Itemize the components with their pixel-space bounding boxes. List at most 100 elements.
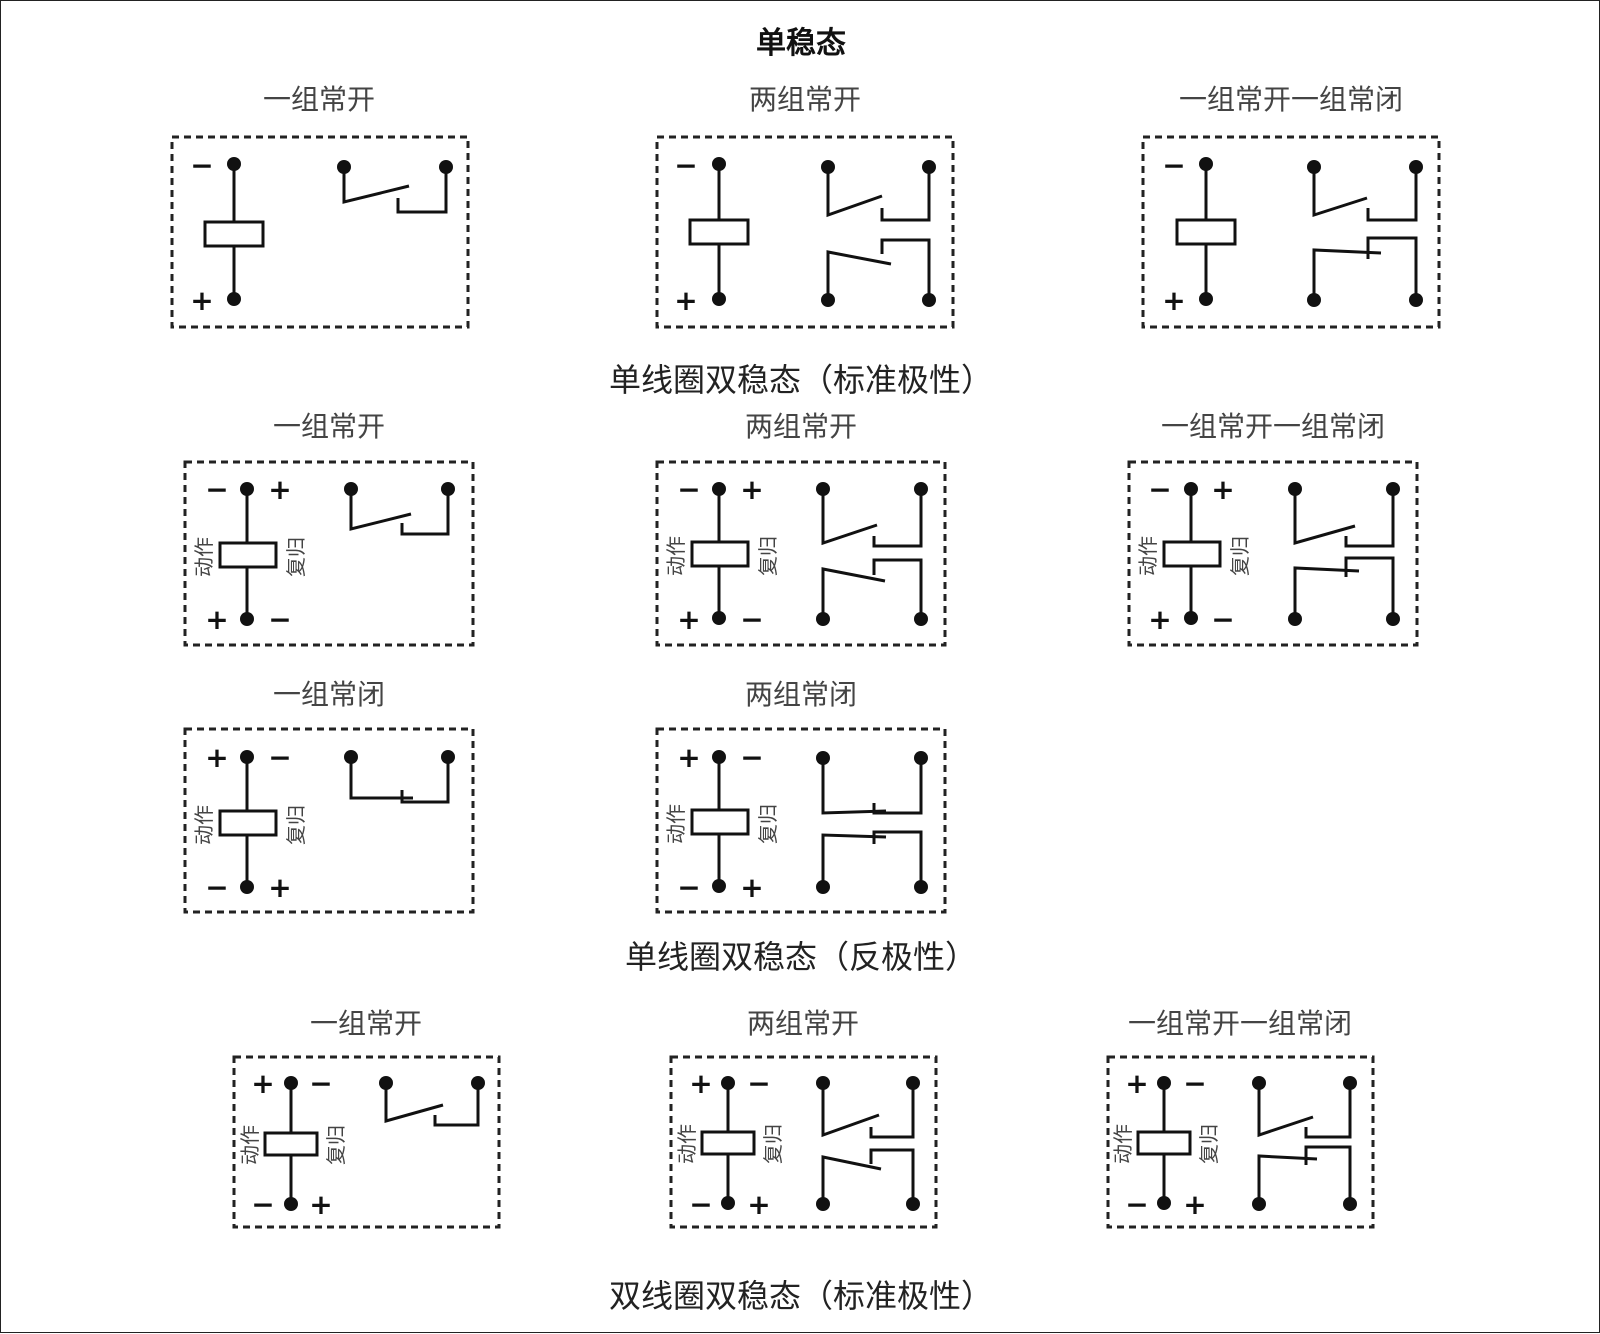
normally-open-contact bbox=[821, 489, 923, 548]
relay-box bbox=[669, 1055, 938, 1229]
relay-coil bbox=[1136, 1076, 1192, 1210]
coil-terminal-sign: + bbox=[268, 473, 291, 506]
diagram-caption: 两组常开 bbox=[747, 1007, 859, 1040]
normally-open-contact bbox=[826, 167, 931, 222]
diagram-caption: 两组常开 bbox=[745, 410, 857, 443]
coil-terminal-sign: − bbox=[747, 1067, 770, 1100]
relay-coil bbox=[1175, 157, 1237, 306]
diagram-caption: 一组常开 bbox=[273, 410, 385, 443]
contact-terminal bbox=[1343, 1076, 1357, 1090]
contact-terminal bbox=[816, 482, 830, 496]
contact-terminal bbox=[439, 160, 453, 174]
contact-terminal bbox=[1288, 482, 1302, 496]
contact-terminal bbox=[441, 482, 455, 496]
coil-terminal-sign: − bbox=[205, 473, 228, 506]
normally-open-contact bbox=[1257, 1083, 1352, 1139]
normally-closed-contact bbox=[1312, 236, 1418, 300]
section-title-single-coil-reverse: 单线圈双稳态（反极性） bbox=[625, 938, 977, 976]
coil-terminal-sign: + bbox=[1183, 1188, 1206, 1221]
contact-terminal bbox=[1252, 1197, 1266, 1211]
contact-terminal bbox=[816, 1197, 830, 1211]
coil-terminal-sign: − bbox=[677, 473, 700, 506]
coil-action-label: 动作 bbox=[1136, 536, 1160, 576]
relay-box bbox=[1141, 135, 1441, 329]
coil-reset-label: 复归 bbox=[761, 1124, 785, 1164]
section-title-double-coil-standard: 双线圈双稳态（标准极性） bbox=[609, 1277, 993, 1315]
relay-box bbox=[655, 460, 947, 647]
coil-terminal-sign: − bbox=[1162, 149, 1185, 182]
coil-terminal-sign: − bbox=[674, 149, 697, 182]
diagram-caption: 一组常闭 bbox=[273, 678, 385, 711]
coil-terminal-sign: + bbox=[190, 284, 213, 317]
contact-terminal bbox=[914, 482, 928, 496]
coil-terminal-sign: + bbox=[747, 1188, 770, 1221]
contact-terminal bbox=[821, 160, 835, 174]
contact-terminal bbox=[914, 612, 928, 626]
coil-terminal-sign: − bbox=[1148, 473, 1171, 506]
coil-terminal-sign: + bbox=[1162, 284, 1185, 317]
contact-terminal bbox=[922, 160, 936, 174]
contact-terminal bbox=[906, 1197, 920, 1211]
relay-box bbox=[1106, 1055, 1375, 1229]
coil-terminal-sign: − bbox=[205, 871, 228, 904]
contact-terminal bbox=[441, 750, 455, 764]
coil-action-label: 动作 bbox=[238, 1125, 262, 1165]
coil-reset-label: 复归 bbox=[324, 1125, 348, 1165]
diagram-caption: 一组常开 bbox=[310, 1007, 422, 1040]
coil-terminal-sign: − bbox=[268, 603, 291, 636]
contact-terminal bbox=[1386, 482, 1400, 496]
normally-closed-contact bbox=[821, 830, 923, 887]
coil-action-label: 动作 bbox=[192, 805, 216, 845]
relay-box bbox=[655, 135, 955, 329]
coil-terminal-sign: + bbox=[740, 871, 763, 904]
relay-box bbox=[170, 135, 470, 329]
normally-open-contact bbox=[826, 238, 931, 300]
contact-terminal bbox=[1386, 612, 1400, 626]
relay-box bbox=[1127, 460, 1419, 647]
normally-open-contact bbox=[1312, 167, 1418, 222]
relay-coil bbox=[203, 157, 265, 306]
coil-terminal-sign: + bbox=[268, 871, 291, 904]
coil-terminal-sign: + bbox=[251, 1067, 274, 1100]
coil-terminal-sign: + bbox=[309, 1188, 332, 1221]
coil-terminal-sign: − bbox=[1125, 1188, 1148, 1221]
diagram-caption: 两组常开 bbox=[749, 83, 861, 116]
coil-action-label: 动作 bbox=[675, 1124, 699, 1164]
coil-terminal-sign: − bbox=[740, 603, 763, 636]
contact-terminal bbox=[821, 293, 835, 307]
relay-box bbox=[655, 727, 947, 914]
contact-terminal bbox=[1409, 293, 1423, 307]
coil-terminal-sign: + bbox=[205, 741, 228, 774]
coil-reset-label: 复归 bbox=[284, 805, 308, 845]
coil-terminal-sign: + bbox=[1211, 473, 1234, 506]
contact-terminal bbox=[1252, 1076, 1266, 1090]
relay-coil bbox=[263, 1076, 319, 1211]
contact-terminal bbox=[1343, 1197, 1357, 1211]
coil-terminal-sign: − bbox=[1183, 1067, 1206, 1100]
diagram-caption: 一组常开 bbox=[263, 83, 375, 116]
normally-open-contact bbox=[342, 167, 448, 214]
diagram-caption: 两组常闭 bbox=[745, 678, 857, 711]
relay-coil bbox=[1162, 482, 1222, 625]
relay-coil bbox=[700, 1076, 756, 1210]
coil-action-label: 动作 bbox=[664, 804, 688, 844]
relay-coil bbox=[688, 157, 750, 306]
diagram-caption: 一组常开一组常闭 bbox=[1179, 83, 1403, 116]
normally-open-contact bbox=[821, 1148, 915, 1204]
coil-terminal-sign: + bbox=[689, 1067, 712, 1100]
contact-terminal bbox=[471, 1076, 485, 1090]
coil-terminal-sign: − bbox=[251, 1188, 274, 1221]
coil-terminal-sign: + bbox=[740, 473, 763, 506]
normally-closed-contact bbox=[349, 757, 450, 804]
coil-terminal-sign: − bbox=[190, 149, 213, 182]
normally-closed-contact bbox=[1257, 1145, 1352, 1204]
coil-terminal-sign: − bbox=[268, 741, 291, 774]
relay-box bbox=[183, 460, 475, 647]
normally-open-contact bbox=[349, 489, 450, 536]
coil-terminal-sign: + bbox=[677, 741, 700, 774]
normally-open-contact bbox=[821, 558, 923, 619]
contact-terminal bbox=[816, 612, 830, 626]
coil-terminal-sign: − bbox=[309, 1067, 332, 1100]
normally-closed-contact bbox=[1293, 556, 1395, 619]
